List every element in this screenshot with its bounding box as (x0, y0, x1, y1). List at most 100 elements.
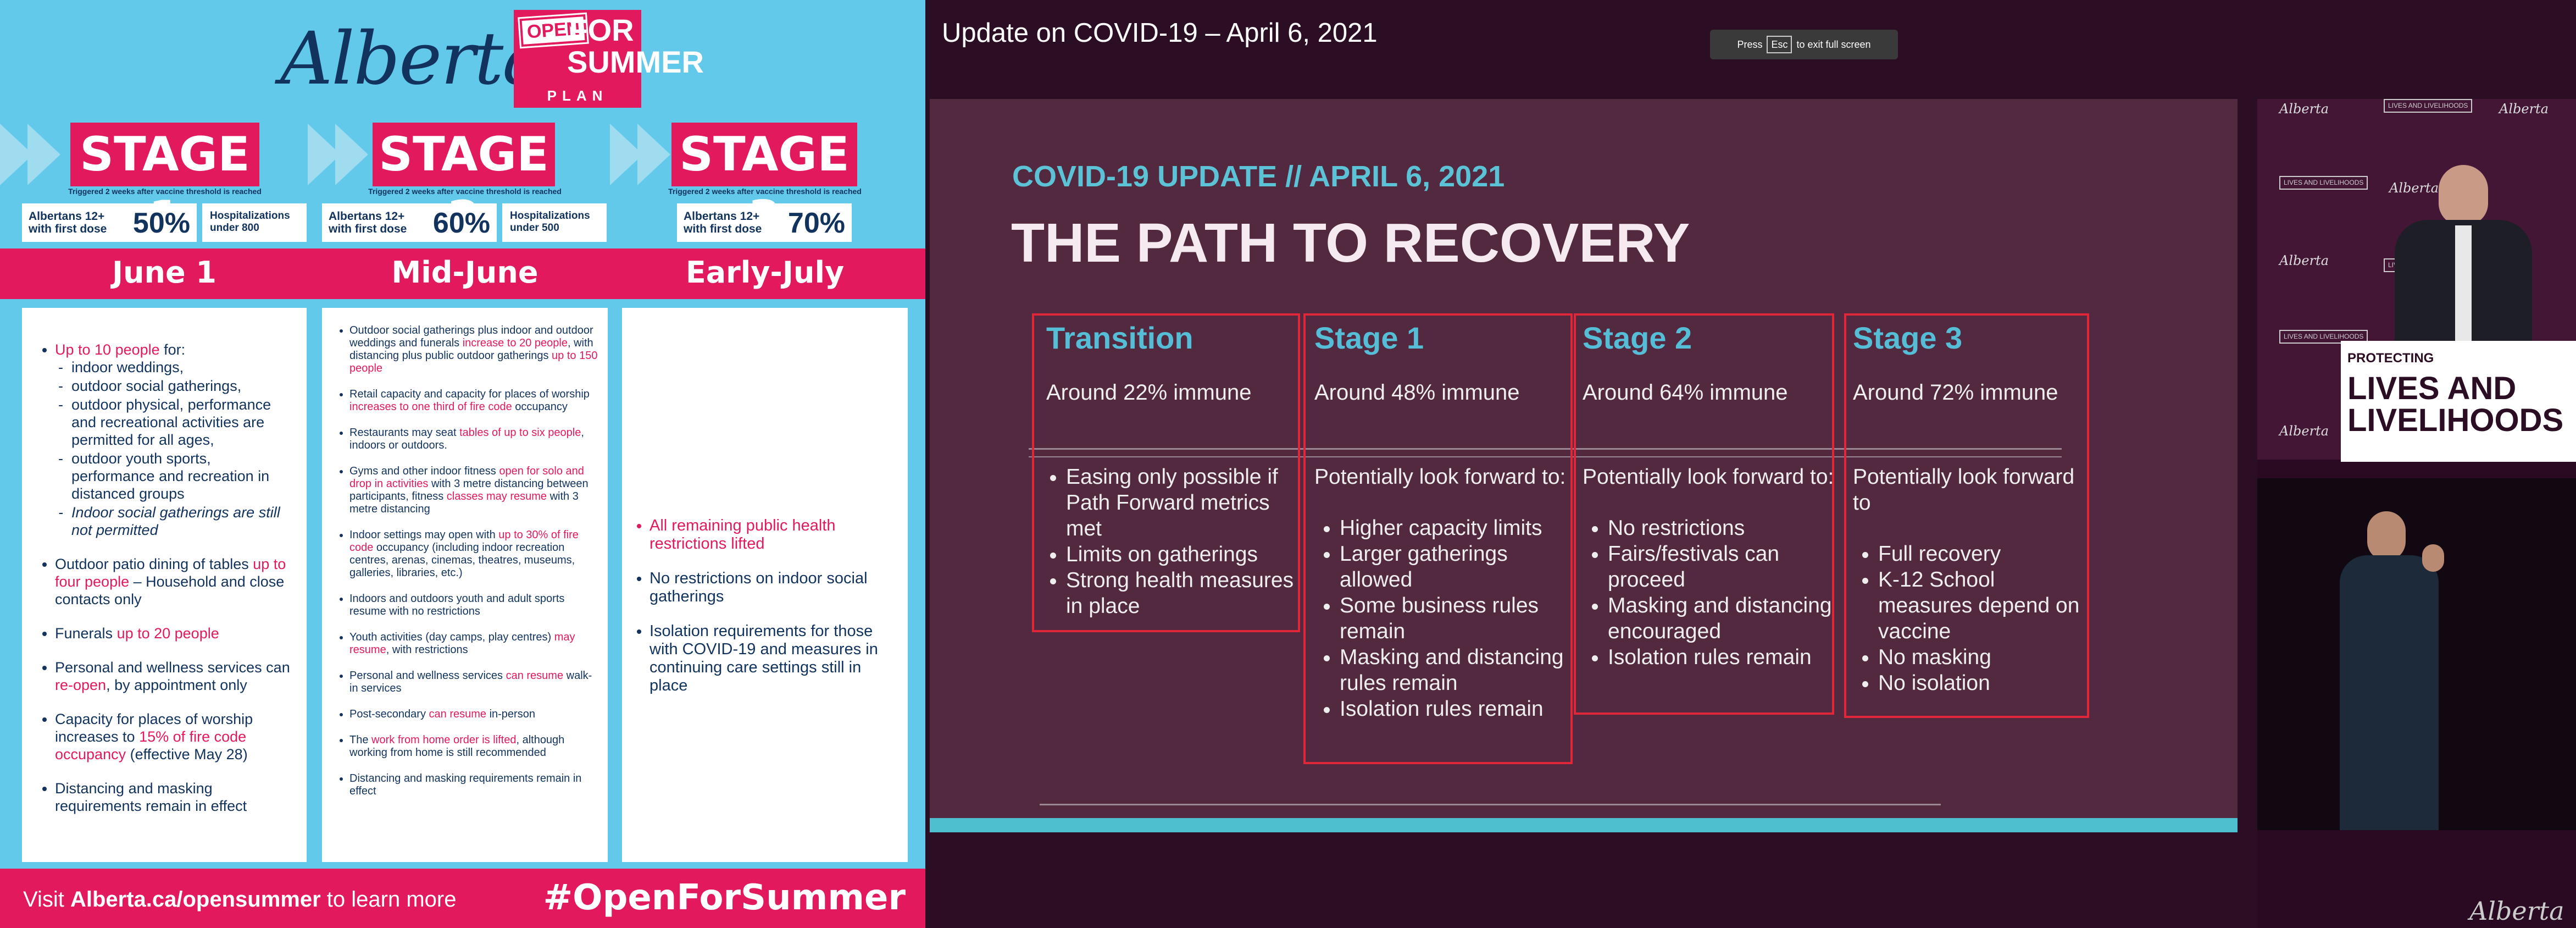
column-heading: Stage 2 (1583, 321, 1692, 355)
interpreter-hand (2422, 544, 2444, 572)
column-intro: Potentially look forward to: (1583, 465, 1834, 489)
column-body: Potentially look forward to: Higher capa… (1314, 464, 1573, 722)
stat-percent: 70% (787, 207, 845, 239)
lives-livelihoods-badge: LIVES AND LIVELIHOODS (2384, 99, 2473, 113)
list-item: outdoor physical, performance and recrea… (71, 396, 296, 449)
esc-key-icon: Esc (1767, 36, 1792, 53)
list-item: Indoor settings may open with up to 30% … (349, 529, 598, 579)
list-item: No isolation (1878, 670, 2089, 696)
immune-level: Around 72% immune (1853, 380, 2058, 405)
divider (1029, 456, 2062, 457)
list-item: Easing only possible if Path Forward met… (1066, 464, 1296, 542)
open-for-summer-infographic: Alberta OPEN FOR SUMMER PLAN STAGE 1 Tri… (0, 0, 925, 928)
list-item: Strong health measures in place (1066, 567, 1296, 619)
stage-1-hospitalization-stat: Hospitalizations under 800 (202, 203, 307, 242)
speaker-head (2439, 165, 2488, 225)
list-item: Higher capacity limits (1340, 515, 1573, 541)
stage-2-details: Outdoor social gatherings plus indoor an… (322, 308, 608, 862)
column-intro: Potentially look forward to (1853, 465, 2075, 515)
list-item: Restaurants may seat tables of up to six… (349, 427, 598, 452)
column-body: Potentially look forward to: No restrict… (1583, 464, 1835, 670)
column-body: Potentially look forward to Full recover… (1853, 464, 2089, 696)
list-item: All remaining public health restrictions… (649, 517, 897, 553)
stage-3-date: Early-July (685, 255, 845, 290)
immune-level: Around 22% immune (1046, 380, 1252, 405)
stage-2-vaccine-stat: Albertans 12+ with first dose 60% (322, 203, 497, 242)
immune-level: Around 64% immune (1583, 380, 1788, 405)
sign-language-interpreter (2257, 478, 2576, 830)
slide-title: THE PATH TO RECOVERY (1011, 212, 1690, 274)
stage-1-column: Stage 1 Around 48% immune Potentially lo… (1303, 313, 1573, 764)
lives-livelihoods-label: LIVES AND LIVELIHOODS (2347, 371, 2564, 438)
divider (1040, 804, 1941, 805)
list-item: The work from home order is lifted, alth… (349, 734, 598, 759)
interpreter-head (2367, 511, 2406, 561)
stage-2-heading: STAGE 2 (373, 123, 555, 246)
list-item: Gyms and other indoor fitness open for s… (349, 465, 598, 516)
list-item: Personal and wellness services can resum… (349, 670, 598, 695)
visit-link-text: Visit Alberta.ca/opensummer to learn mor… (23, 887, 457, 912)
stage-1-details: Up to 10 people for: indoor weddings, ou… (22, 308, 307, 862)
date-band: June 1 Mid-June Early-July (0, 248, 925, 299)
column-intro: Potentially look forward to: (1314, 465, 1566, 489)
list-item: Up to 10 people for: indoor weddings, ou… (55, 341, 296, 539)
hashtag: #OpenForSummer (543, 877, 906, 918)
list-item: Larger gatherings allowed (1340, 541, 1573, 593)
list-item: Masking and distancing encouraged (1608, 593, 1835, 644)
list-item: Limits on gatherings (1066, 542, 1296, 567)
list-item: Funerals up to 20 people (55, 625, 296, 642)
list-item: outdoor youth sports, performance and re… (71, 450, 296, 502)
plan-label: PLAN (547, 87, 608, 104)
infographic-footer: Visit Alberta.ca/opensummer to learn mor… (0, 869, 925, 928)
list-item: Masking and distancing rules remain (1340, 644, 1573, 696)
list-item: Indoors and outdoors youth and adult spo… (349, 593, 598, 618)
list-item: Isolation rules remain (1608, 644, 1835, 670)
stage-2-hospitalization-stat: Hospitalizations under 500 (502, 203, 607, 242)
speaker-shirt (2455, 225, 2472, 346)
list-item: Fairs/festivals can proceed (1608, 541, 1835, 593)
list-item: K-12 School measures depend on vaccine (1878, 567, 2089, 644)
alberta-wordmark: Alberta (2469, 896, 2564, 926)
alberta-url: Alberta.ca/opensummer (70, 887, 321, 912)
chevron-arrow-icon (335, 124, 368, 185)
protecting-label: PROTECTING (2347, 351, 2434, 366)
slide-date: COVID-19 UPDATE // APRIL 6, 2021 (1012, 160, 1505, 193)
list-item: Full recovery (1878, 541, 2089, 567)
list-item: Outdoor social gatherings plus indoor an… (349, 324, 598, 375)
stat-label: Albertans 12+ with first dose (684, 210, 762, 235)
stage-1-vaccine-stat: Albertans 12+ with first dose 50% (22, 203, 197, 242)
stage-2-column: Stage 2 Around 64% immune Potentially lo… (1574, 313, 1834, 715)
stage-1-heading: STAGE 1 (70, 123, 259, 246)
chevron-arrow-icon (27, 124, 60, 185)
chevron-arrow-icon (637, 124, 670, 185)
list-item: Distancing and masking requirements rema… (55, 780, 296, 815)
list-item: outdoor social gatherings, (71, 377, 296, 395)
alberta-logo: Alberta (280, 16, 546, 101)
stat-percent: 50% (132, 207, 190, 239)
list-item: Indoor social gatherings are still not p… (71, 504, 296, 539)
slide-accent-bar (930, 818, 2238, 832)
list-item: No restrictions (1608, 515, 1835, 541)
immune-level: Around 48% immune (1314, 380, 1520, 405)
alberta-wordmark: Alberta (2499, 101, 2549, 117)
stat-label: Albertans 12+ with first dose (29, 210, 107, 235)
protecting-lives-sign: PROTECTING LIVES AND LIVELIHOODS (2341, 341, 2576, 462)
list-item: Some business rules remain (1340, 593, 1573, 644)
column-heading: Stage 3 (1853, 321, 1963, 355)
list-item: Outdoor patio dining of tables up to fou… (55, 555, 296, 608)
list-item: Post-secondary can resume in-person (349, 708, 598, 721)
column-heading: Stage 1 (1314, 321, 1424, 355)
column-body: Easing only possible if Path Forward met… (1041, 464, 1296, 619)
stage-3-trigger: Triggered 2 weeks after vaccine threshol… (668, 187, 862, 196)
alberta-wordmark: Alberta (2389, 180, 2439, 196)
divider (1029, 448, 2062, 450)
list-item: Isolation rules remain (1340, 696, 1573, 722)
list-item: Distancing and masking requirements rema… (349, 772, 598, 798)
video-player[interactable]: Update on COVID-19 – April 6, 2021 Press… (925, 0, 2576, 928)
list-item: indoor weddings, (71, 358, 296, 376)
lives-livelihoods-badge: LIVES AND LIVELIHOODS (2279, 176, 2368, 190)
presentation-slide: COVID-19 UPDATE // APRIL 6, 2021 THE PAT… (930, 99, 2238, 825)
stat-label: Albertans 12+ with first dose (329, 210, 407, 235)
list-item: Youth activities (day camps, play centre… (349, 631, 598, 656)
